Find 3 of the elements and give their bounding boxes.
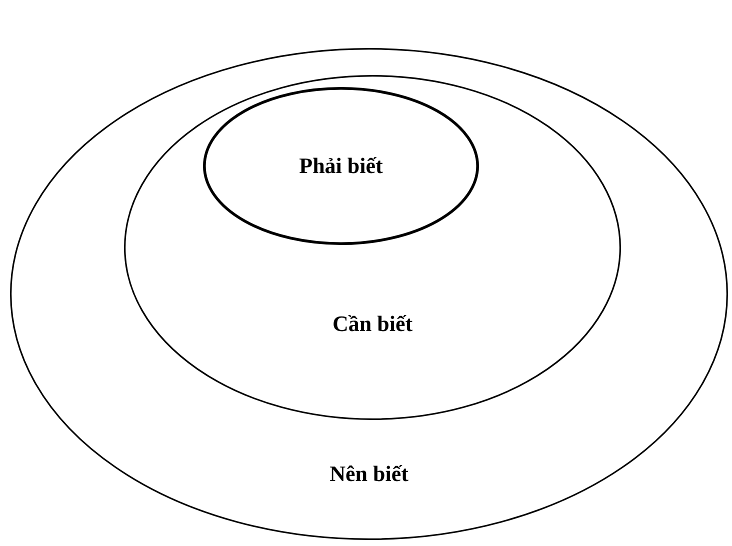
zone-label: Nên biết: [330, 461, 408, 487]
zone-label: Cần biết: [332, 311, 413, 337]
zone-label: Phải biết: [299, 153, 383, 179]
